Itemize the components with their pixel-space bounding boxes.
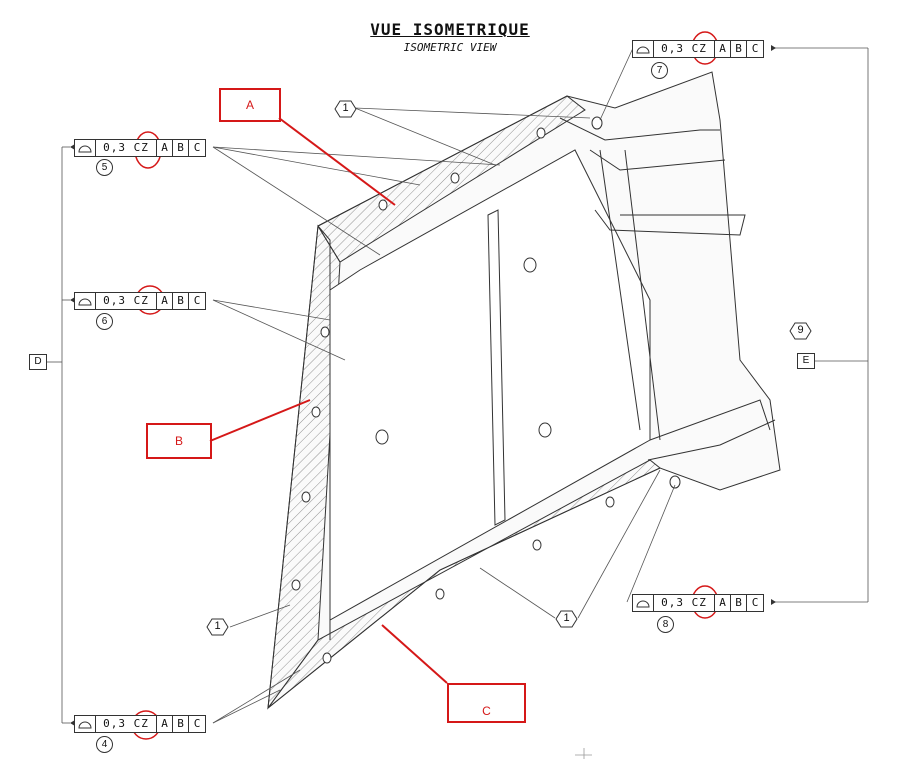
tolerance-value: 0,3 (103, 717, 126, 730)
zone-modifier: CZ (133, 141, 149, 154)
datum-ref-c: C (746, 595, 763, 611)
center-rib (487, 209, 506, 526)
profile-surface-icon (633, 41, 653, 57)
flag-1-bottom: 1 (563, 612, 570, 624)
annotation-box-b: B (146, 423, 212, 459)
crosshair-mark (575, 748, 592, 759)
datum-ref-c: C (746, 41, 763, 57)
datum-e-label: E (797, 353, 815, 369)
callout-number-8: 8 (657, 616, 674, 633)
profile-surface-icon (75, 140, 95, 156)
callout-number-7: 7 (651, 62, 668, 79)
zone-modifier: CZ (133, 294, 149, 307)
fcf-7: 0,3 CZ A B C (632, 40, 764, 58)
datum-ref-b: B (172, 140, 188, 156)
zone-modifier: CZ (691, 42, 707, 55)
holes (291, 116, 681, 664)
zone-modifier: CZ (691, 596, 707, 609)
callout-number-6: 6 (96, 313, 113, 330)
view-title-en: ISOMETRIC VIEW (403, 41, 497, 54)
view-title: VUE ISOMETRIQUE ISOMETRIC VIEW (0, 20, 900, 54)
section-c-band (267, 459, 661, 709)
datum-ref-a: A (156, 716, 172, 732)
fcf-6: 0,3 CZ A B C (74, 292, 206, 310)
fcf-8: 0,3 CZ A B C (632, 594, 764, 612)
part-outline (267, 71, 781, 710)
datum-ref-a: A (156, 140, 172, 156)
flag-1-top: 1 (342, 102, 349, 114)
tolerance-value: 0,3 (103, 141, 126, 154)
callout-number-5: 5 (96, 159, 113, 176)
datum-ref-a: A (156, 293, 172, 309)
view-title-fr: VUE ISOMETRIQUE (370, 20, 530, 39)
annotation-box-c: C (447, 683, 526, 723)
profile-surface-icon (75, 293, 95, 309)
datum-ref-a: A (714, 41, 730, 57)
datum-ref-c: C (188, 140, 205, 156)
leader-lines (46, 47, 869, 724)
annotation-box-a: A (219, 88, 281, 122)
zone-modifier: CZ (133, 717, 149, 730)
callout-number-4: 4 (96, 736, 113, 753)
profile-surface-icon (633, 595, 653, 611)
flag-9: 9 (797, 324, 804, 336)
tolerance-value: 0,3 (661, 596, 684, 609)
datum-ref-c: C (188, 293, 205, 309)
datum-ref-b: B (730, 41, 746, 57)
profile-surface-icon (75, 716, 95, 732)
arrowheads (70, 45, 776, 726)
datum-ref-a: A (714, 595, 730, 611)
datum-ref-b: B (730, 595, 746, 611)
datum-ref-c: C (188, 716, 205, 732)
datum-ref-b: B (172, 293, 188, 309)
datum-ref-b: B (172, 716, 188, 732)
tolerance-value: 0,3 (103, 294, 126, 307)
fcf-4: 0,3 CZ A B C (74, 715, 206, 733)
flag-1-left: 1 (214, 620, 221, 632)
fcf-5: 0,3 CZ A B C (74, 139, 206, 157)
tolerance-value: 0,3 (661, 42, 684, 55)
datum-d-label: D (29, 354, 47, 370)
flag-hexagons (206, 100, 812, 636)
annotation-pointers (209, 117, 448, 684)
